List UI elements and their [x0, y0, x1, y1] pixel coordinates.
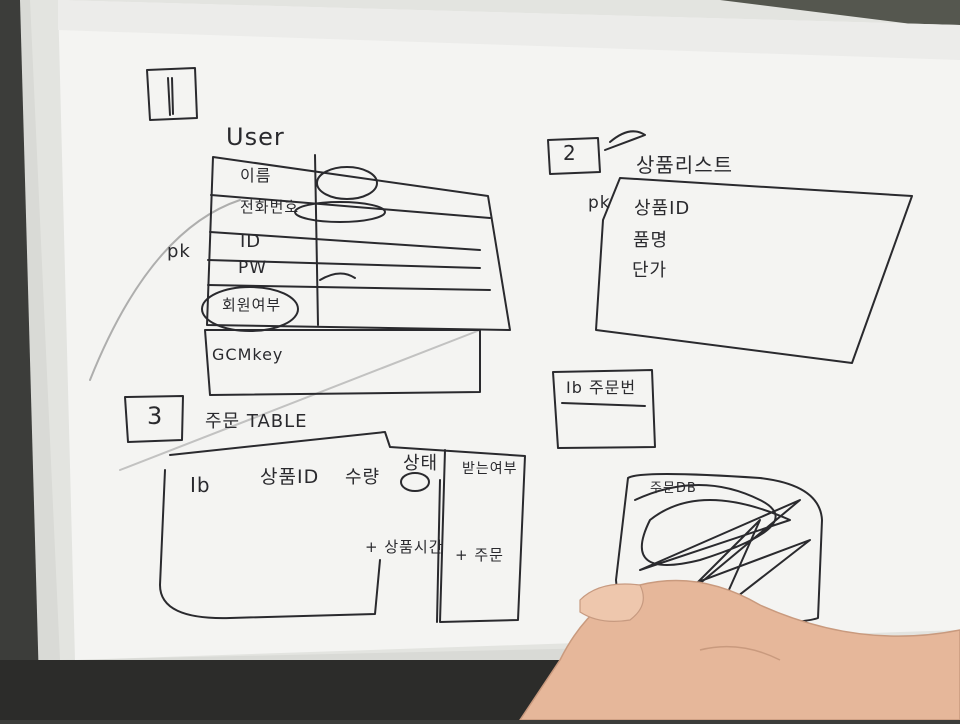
gcmkey-box [204, 329, 481, 396]
box-number-2 [547, 137, 601, 175]
box-2-number: 2 [563, 141, 577, 165]
user-table-outline [206, 156, 511, 331]
order-number-label: Ib 주문번 [566, 378, 637, 397]
order-col-received: 받는여부 [462, 461, 518, 477]
user-table-title: User [226, 123, 285, 151]
field-phone: 전화번호 [240, 198, 300, 216]
field-name: 이름 [240, 166, 272, 185]
order-table-outline [159, 469, 381, 620]
user-pk-label: pk [167, 241, 191, 262]
box-number-3 [124, 395, 184, 443]
paper-shadow-top [58, 0, 960, 60]
product-table-outline [595, 177, 913, 364]
order-col-ib: Ib [190, 473, 211, 497]
scribble-label: 주문DB [650, 481, 697, 496]
order-note-time: + 상품시간 [365, 538, 444, 556]
field-id: ID [240, 231, 262, 252]
order-col-product-id: 상품ID [260, 466, 320, 488]
product-table-title: 상품리스트 [636, 153, 733, 177]
field-gcmkey: GCMkey [212, 345, 284, 364]
box-number-1 [146, 67, 198, 121]
box-3-number: 3 [147, 402, 164, 430]
order-note-order: + 주문 [455, 546, 504, 564]
order-number-box [552, 369, 656, 449]
faint-line [89, 199, 241, 381]
thumb-nail [579, 583, 644, 622]
product-pk-label: pk [588, 193, 611, 213]
order-table-title: 주문 TABLE [205, 411, 308, 432]
field-product-name: 품명 [633, 230, 669, 251]
field-member-status: 회원여부 [222, 296, 282, 314]
field-pw: PW [238, 258, 268, 278]
order-col-status: 상태 [403, 453, 439, 474]
order-col-quantity: 수량 [345, 467, 381, 488]
field-unit-price: 단가 [632, 260, 668, 281]
field-product-id: 상품ID [634, 198, 691, 219]
